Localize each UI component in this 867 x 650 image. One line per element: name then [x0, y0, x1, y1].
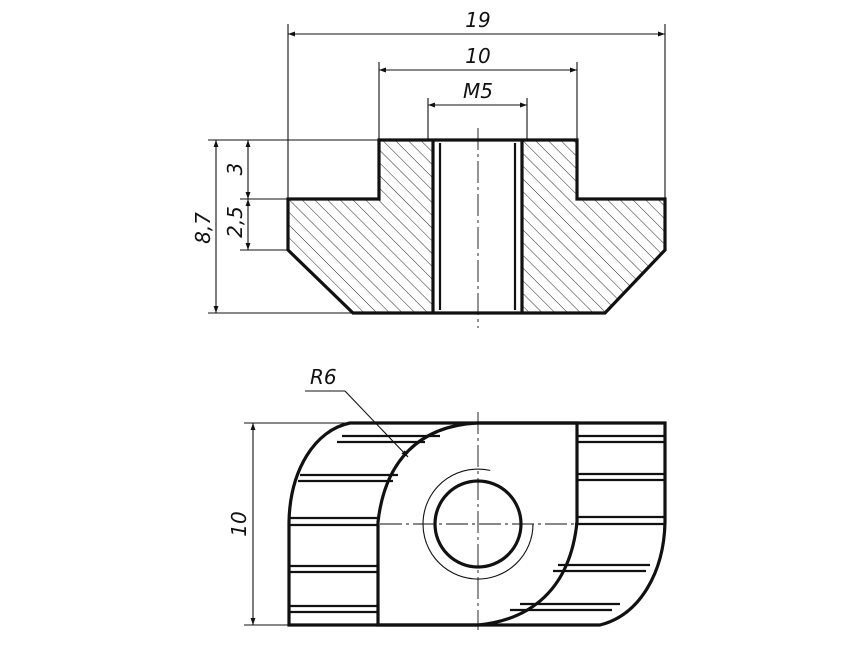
- hatch-right: [522, 140, 665, 313]
- section-outline: [286, 138, 667, 315]
- dim-plan-10-label: 10: [227, 511, 251, 536]
- dim-3-label: 3: [223, 163, 247, 176]
- dim-2-5-label: 2,5: [223, 206, 247, 238]
- dim-10-label: 10: [465, 44, 490, 68]
- plan-view: 10 R6: [227, 365, 667, 630]
- plan-thread-arc: [422, 468, 534, 580]
- dim-8-7-label: 8,7: [191, 212, 215, 244]
- dim-19-label: 19: [465, 8, 490, 32]
- radius-label: R6: [310, 365, 337, 389]
- hatch-left: [288, 140, 433, 313]
- left-ribs: [290, 434, 440, 614]
- radius-leader: [344, 390, 409, 458]
- right-ribs: [510, 434, 665, 612]
- dim-m5-label: M5: [463, 79, 493, 103]
- section-view: 19 10 M5 8,7 3 2,5: [191, 8, 667, 328]
